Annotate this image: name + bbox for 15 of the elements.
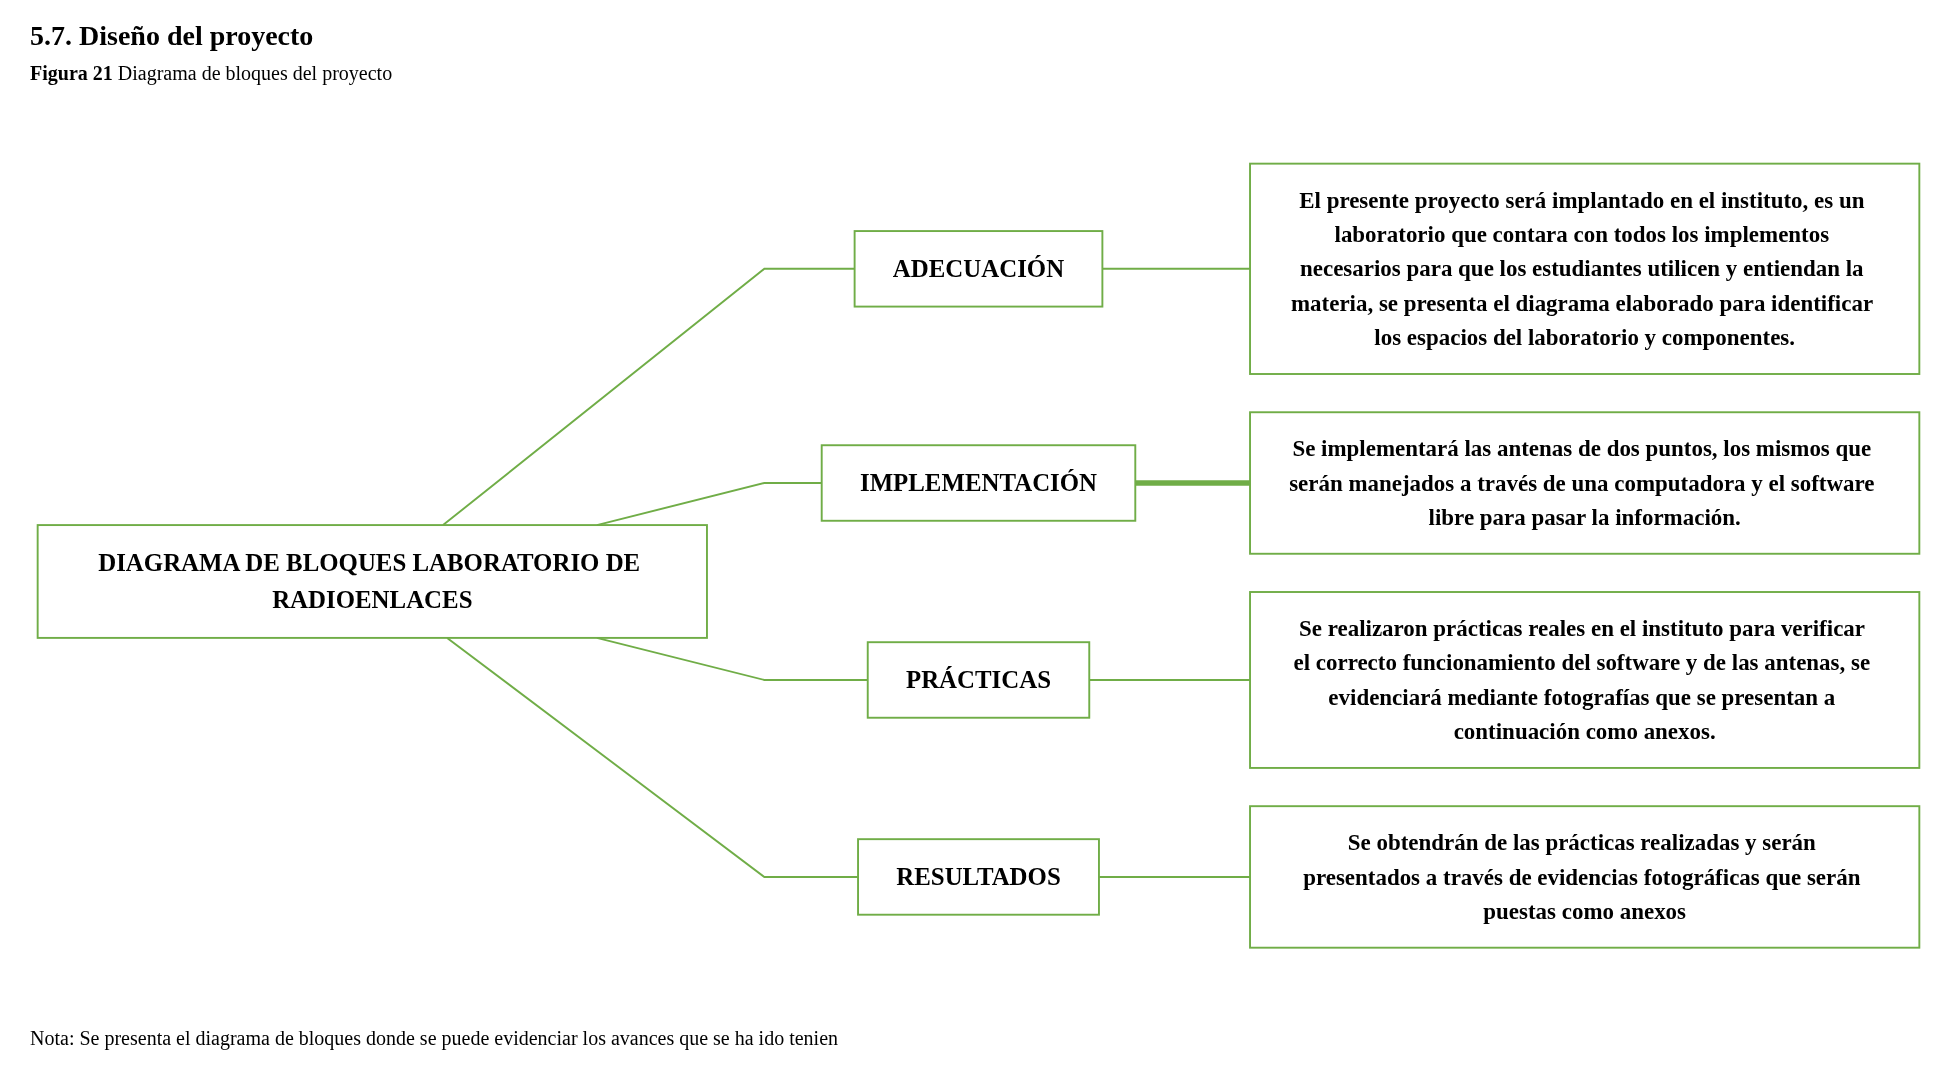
connector bbox=[446, 637, 859, 879]
node-box: Se obtendrán de las prácticas realizadas y serán presentados a través de evidencias fotográficas que serán puestas como anexos bbox=[1249, 805, 1921, 949]
node-box: DIAGRAMA DE BLOQUES LABORATORIO DE RADIOENLACES bbox=[36, 524, 708, 640]
section-title: 5.7. Diseño del proyecto bbox=[30, 20, 315, 52]
node-box: RESULTADOS bbox=[857, 838, 1100, 916]
figure-caption: Figura 21 Diagrama de bloques del proyecto bbox=[30, 62, 394, 85]
node-box: PRÁCTICAS bbox=[866, 641, 1091, 720]
node-box: ADECUACIÓN bbox=[853, 230, 1104, 308]
node-box: Se realizaron prácticas reales en el instituto para verificar el correcto funcionamiento del software y de las antenas, se evidenciará mediante fotografías que se presentan a continuación como anexos. bbox=[1249, 591, 1921, 770]
connector bbox=[1135, 480, 1251, 487]
node-box: IMPLEMENTACIÓN bbox=[820, 444, 1137, 523]
connector bbox=[1098, 876, 1251, 879]
node-box: Se implementará las antenas de dos puntos, los mismos que serán manejados a través de una computadora y el software libre para pasar la información. bbox=[1249, 411, 1921, 556]
node-box: El presente proyecto será implantado en el instituto, es un laboratorio que contara con todos los implementos necesarios para que los estudiantes utilicen y entiendan la materia, se presenta el diagrama elaborado para identificar los espacios del laboratorio y componentes. bbox=[1249, 163, 1921, 376]
note-text: Nota: Se presenta el diagrama de bloques donde se puede evidenciar los avances que se ha ido tenien bbox=[30, 1027, 840, 1050]
